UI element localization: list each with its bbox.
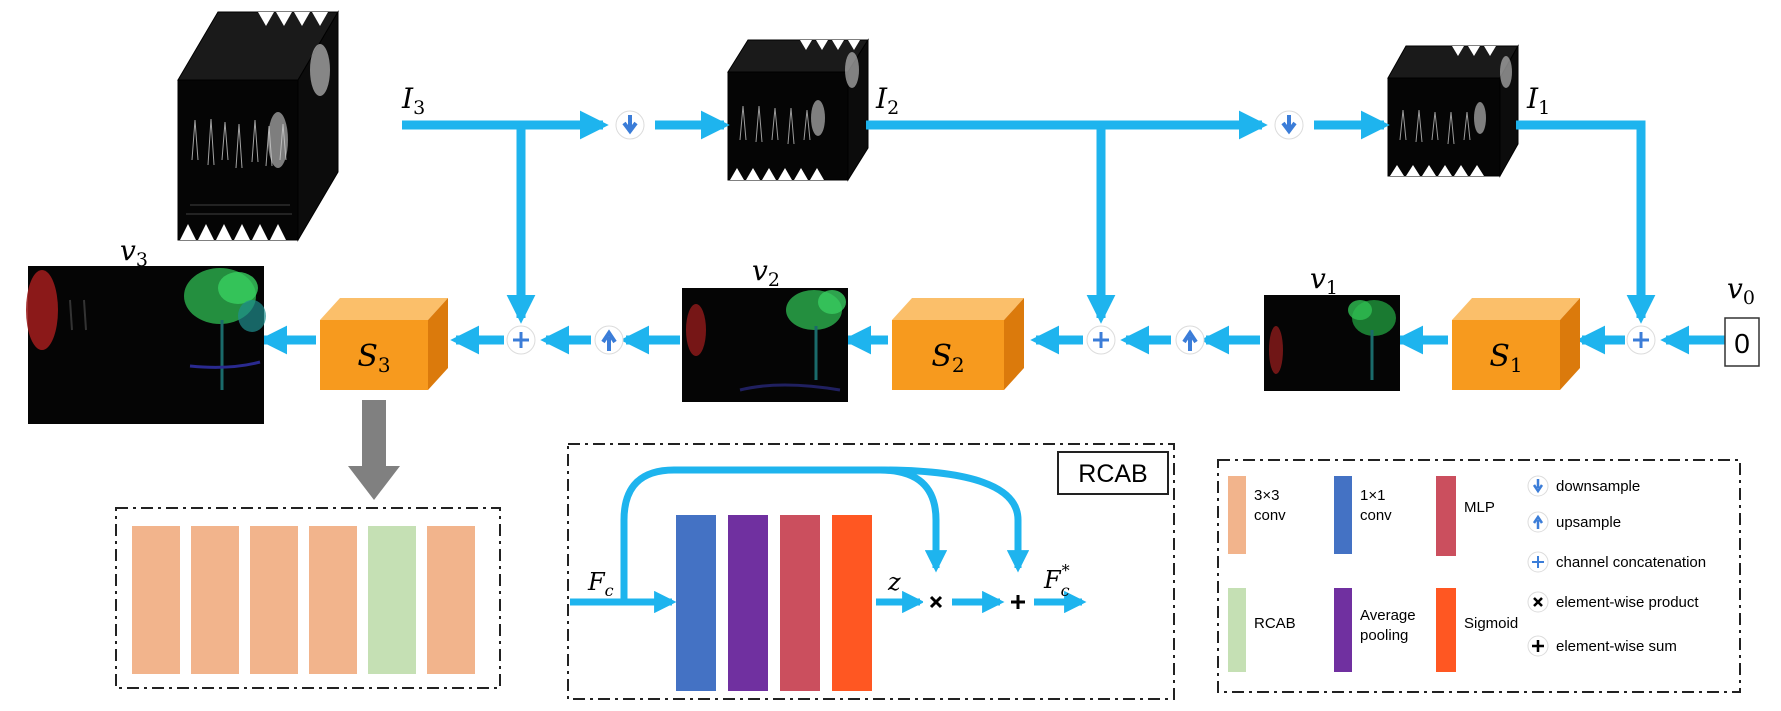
legend-avgpool-line1: Average bbox=[1360, 607, 1416, 624]
legend-upsample: upsample bbox=[1556, 514, 1621, 531]
label-i2: I2 bbox=[875, 82, 899, 119]
legend-upsample-icon bbox=[1527, 511, 1549, 533]
legend-concat: channel concatenation bbox=[1556, 554, 1706, 571]
rcab-product-op bbox=[923, 589, 949, 615]
rcab-z-label: z bbox=[887, 568, 901, 596]
stage-blocks bbox=[132, 526, 475, 674]
stage-block-conv3 bbox=[191, 526, 239, 674]
label-i3: I3 bbox=[401, 82, 425, 119]
arrow-i1-to-plus1 bbox=[1516, 120, 1656, 324]
rcab-block-mlp bbox=[780, 515, 820, 691]
legend-box bbox=[1217, 459, 1741, 693]
legend-conv3-line1: 3×3 bbox=[1254, 487, 1279, 504]
rcab-blocks bbox=[676, 515, 872, 691]
legend-swatch-rcab bbox=[1228, 588, 1246, 672]
legend-concat-icon bbox=[1527, 551, 1549, 573]
rcab-sum-op bbox=[1005, 589, 1031, 615]
label-v1: v1 bbox=[1310, 262, 1338, 299]
stage-s1: S1 bbox=[1452, 298, 1580, 390]
legend-downsample-icon bbox=[1527, 475, 1549, 497]
v0-initial-value: 0 bbox=[1724, 317, 1760, 367]
v0-value: 0 bbox=[1734, 328, 1750, 359]
stage-s2: S2 bbox=[892, 298, 1024, 390]
legend-swatch-conv3 bbox=[1228, 476, 1246, 554]
output-image-v3 bbox=[26, 266, 266, 424]
legend-conv1-line2: conv bbox=[1360, 507, 1392, 524]
legend-swatch-sigmoid bbox=[1436, 588, 1456, 672]
legend-entries: 3×3 conv 1×1 conv MLP RCAB Average pooli… bbox=[1228, 475, 1706, 672]
rcab-block-sigmoid bbox=[832, 515, 872, 691]
stage-block-rcab bbox=[368, 526, 416, 674]
expand-arrow-s3 bbox=[348, 400, 400, 500]
legend-sum: element-wise sum bbox=[1556, 638, 1677, 655]
legend-avgpool-line2: pooling bbox=[1360, 627, 1408, 644]
legend-swatch-conv1 bbox=[1334, 476, 1352, 554]
rcab-block-conv1 bbox=[676, 515, 716, 691]
stage-block-conv3 bbox=[132, 526, 180, 674]
legend-conv3-line2: conv bbox=[1254, 507, 1286, 524]
rcab-input-label: Fc bbox=[587, 568, 614, 600]
downsample-op-2 bbox=[1274, 110, 1304, 140]
upsample-op-2 bbox=[594, 325, 624, 355]
concat-op-3 bbox=[506, 325, 536, 355]
legend-sigmoid: Sigmoid bbox=[1464, 615, 1518, 632]
label-s3: S3 bbox=[357, 339, 390, 377]
stage-block-conv3 bbox=[427, 526, 475, 674]
rcab-arrows bbox=[570, 466, 1087, 614]
legend-swatch-mlp bbox=[1436, 476, 1456, 556]
label-v0: v0 bbox=[1727, 272, 1755, 309]
label-s2: S2 bbox=[931, 339, 964, 377]
label-s1: S1 bbox=[1489, 339, 1522, 377]
concat-op-1 bbox=[1626, 325, 1656, 355]
stage-detail-box bbox=[115, 507, 501, 689]
legend-product-icon bbox=[1527, 591, 1549, 613]
legend-downsample: downsample bbox=[1556, 478, 1640, 495]
input-image-i2 bbox=[727, 38, 869, 182]
rcab-detail-box: RCAB bbox=[567, 443, 1175, 700]
output-image-v2 bbox=[682, 288, 848, 402]
rcab-title: RCAB bbox=[1078, 460, 1147, 488]
legend-sum-icon bbox=[1527, 635, 1549, 657]
input-image-i3 bbox=[177, 10, 339, 242]
legend-product: element-wise product bbox=[1556, 594, 1699, 611]
output-image-v1 bbox=[1264, 295, 1400, 391]
label-v2: v2 bbox=[752, 254, 780, 291]
downsample-op-1 bbox=[615, 110, 645, 140]
legend-conv1-line1: 1×1 bbox=[1360, 487, 1385, 504]
concat-op-2 bbox=[1086, 325, 1116, 355]
stage-block-conv3 bbox=[309, 526, 357, 674]
legend-mlp: MLP bbox=[1464, 499, 1495, 516]
top-flow-arrows bbox=[402, 110, 1656, 324]
label-i1: I1 bbox=[1526, 82, 1550, 119]
rcab-block-avgpool bbox=[728, 515, 768, 691]
label-v3: v3 bbox=[120, 234, 148, 271]
legend-rcab: RCAB bbox=[1254, 615, 1296, 632]
stage-s3: S3 bbox=[320, 298, 448, 390]
input-image-i1 bbox=[1387, 44, 1519, 178]
rcab-output-label: Fc* bbox=[1043, 561, 1070, 600]
upsample-op-1 bbox=[1175, 325, 1205, 355]
stage-block-conv3 bbox=[250, 526, 298, 674]
legend-swatch-avgpool bbox=[1334, 588, 1352, 672]
rcab-title-box bbox=[1057, 451, 1169, 495]
